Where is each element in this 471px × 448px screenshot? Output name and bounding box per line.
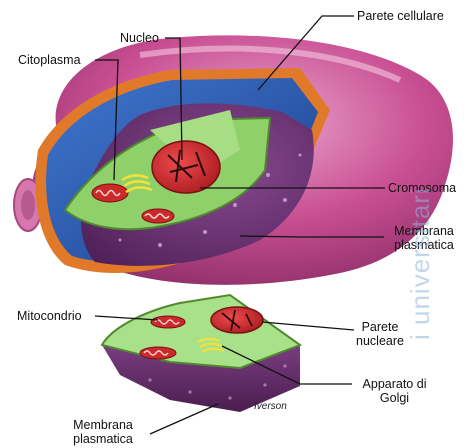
label-apparato-golgi: Apparato di Golgi — [352, 377, 437, 405]
label-membrana-plasmatica-bottom: Membrana plasmatica — [58, 418, 148, 446]
label-parete-nucleare-line1: Parete — [350, 320, 410, 334]
label-nucleo: Nucleo — [120, 31, 159, 45]
label-parete-nucleare-line2: nucleare — [350, 334, 410, 348]
cell-slice — [102, 295, 300, 412]
leader-membrana-bottom — [150, 404, 218, 434]
label-apparato-golgi-line2: Golgi — [352, 391, 437, 405]
label-mitocondrio: Mitocondrio — [17, 309, 82, 323]
label-parete-cellulare: Parete cellulare — [357, 9, 444, 23]
label-membrana-bottom-line2: plasmatica — [58, 432, 148, 446]
artist-signature: Iverson — [254, 400, 287, 414]
label-membrana-bottom-line1: Membrana — [58, 418, 148, 432]
slice-nucleus — [211, 307, 263, 333]
label-parete-nucleare: Parete nucleare — [350, 320, 410, 348]
label-apparato-golgi-line1: Apparato di — [352, 377, 437, 391]
watermark-text: i universitari — [405, 187, 436, 340]
label-citoplasma: Citoplasma — [18, 53, 81, 67]
